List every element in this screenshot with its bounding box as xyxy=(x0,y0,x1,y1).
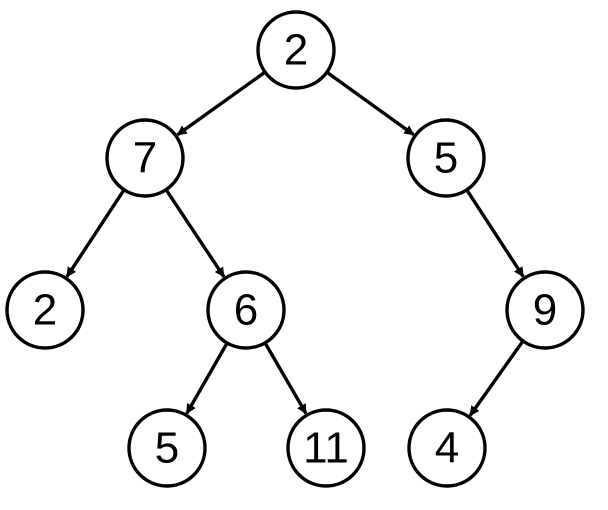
node-value: 9 xyxy=(533,286,557,335)
node-circle xyxy=(286,408,366,488)
node-value: 6 xyxy=(234,286,258,335)
edge-left-right-to-its-right xyxy=(264,342,308,415)
tree-edges xyxy=(65,71,525,417)
tree-node-root: 2 xyxy=(256,10,336,90)
node-circle xyxy=(127,408,207,488)
node-circle xyxy=(105,118,185,198)
tree-node-left-right: 6 xyxy=(206,270,286,350)
edge-right-right-to-its-left xyxy=(468,340,524,417)
tree-node-right-right: 9 xyxy=(505,270,585,350)
tree-node-left-right-right: 11 xyxy=(286,408,366,488)
node-value: 5 xyxy=(434,134,458,183)
tree-node-right-right-left: 4 xyxy=(407,408,487,488)
edge-left-to-left-right xyxy=(165,189,226,278)
tree-node-left: 7 xyxy=(105,118,185,198)
tree-node-left-left: 2 xyxy=(5,270,85,350)
edge-left-to-left-left xyxy=(65,189,125,278)
node-circle xyxy=(505,270,585,350)
tree-node-left-right-left: 5 xyxy=(127,408,207,488)
edge-right-to-right-right xyxy=(465,189,525,278)
edge-root-to-left xyxy=(176,71,266,137)
edge-root-to-right xyxy=(326,71,415,137)
node-circle xyxy=(406,118,486,198)
node-circle xyxy=(407,408,487,488)
node-value: 2 xyxy=(33,286,57,335)
node-circle xyxy=(206,270,286,350)
node-circle xyxy=(5,270,85,350)
node-value: 2 xyxy=(284,26,308,75)
node-circle xyxy=(256,10,336,90)
tree-nodes: 2 7 5 2 6 9 5 11 xyxy=(5,10,585,488)
edge-left-right-to-its-left xyxy=(185,343,229,415)
tree-node-right: 5 xyxy=(406,118,486,198)
node-value: 7 xyxy=(133,134,157,183)
node-value: 4 xyxy=(435,424,459,473)
node-value: 11 xyxy=(303,424,349,473)
node-value: 5 xyxy=(155,424,179,473)
